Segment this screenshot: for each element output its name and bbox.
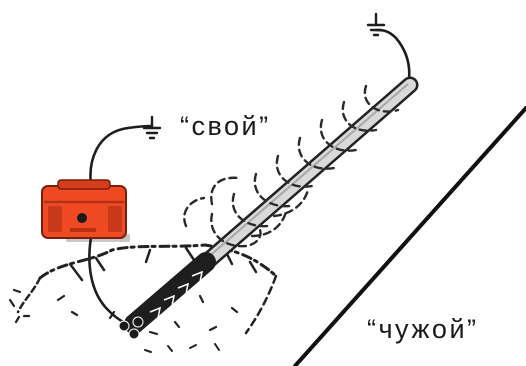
- ground-wire-foreign: [374, 28, 411, 88]
- cable: [118, 76, 419, 340]
- ground-wire-own: [89, 124, 154, 194]
- device-connector: [77, 213, 87, 223]
- ground-terrain: [8, 243, 278, 353]
- ground-icon: [142, 115, 162, 140]
- label-own-cable: “свой”: [180, 111, 271, 141]
- connection-wire: [88, 230, 130, 326]
- ground-icon: [366, 12, 386, 37]
- label-foreign-cable: “чужой”: [367, 314, 479, 344]
- divider-line: [293, 106, 526, 366]
- signal-field: [183, 84, 400, 248]
- conductor: [132, 316, 144, 328]
- conductor: [128, 328, 140, 340]
- conductor: [118, 320, 130, 332]
- tracer-device: [41, 179, 130, 242]
- cable-shield: [124, 252, 216, 334]
